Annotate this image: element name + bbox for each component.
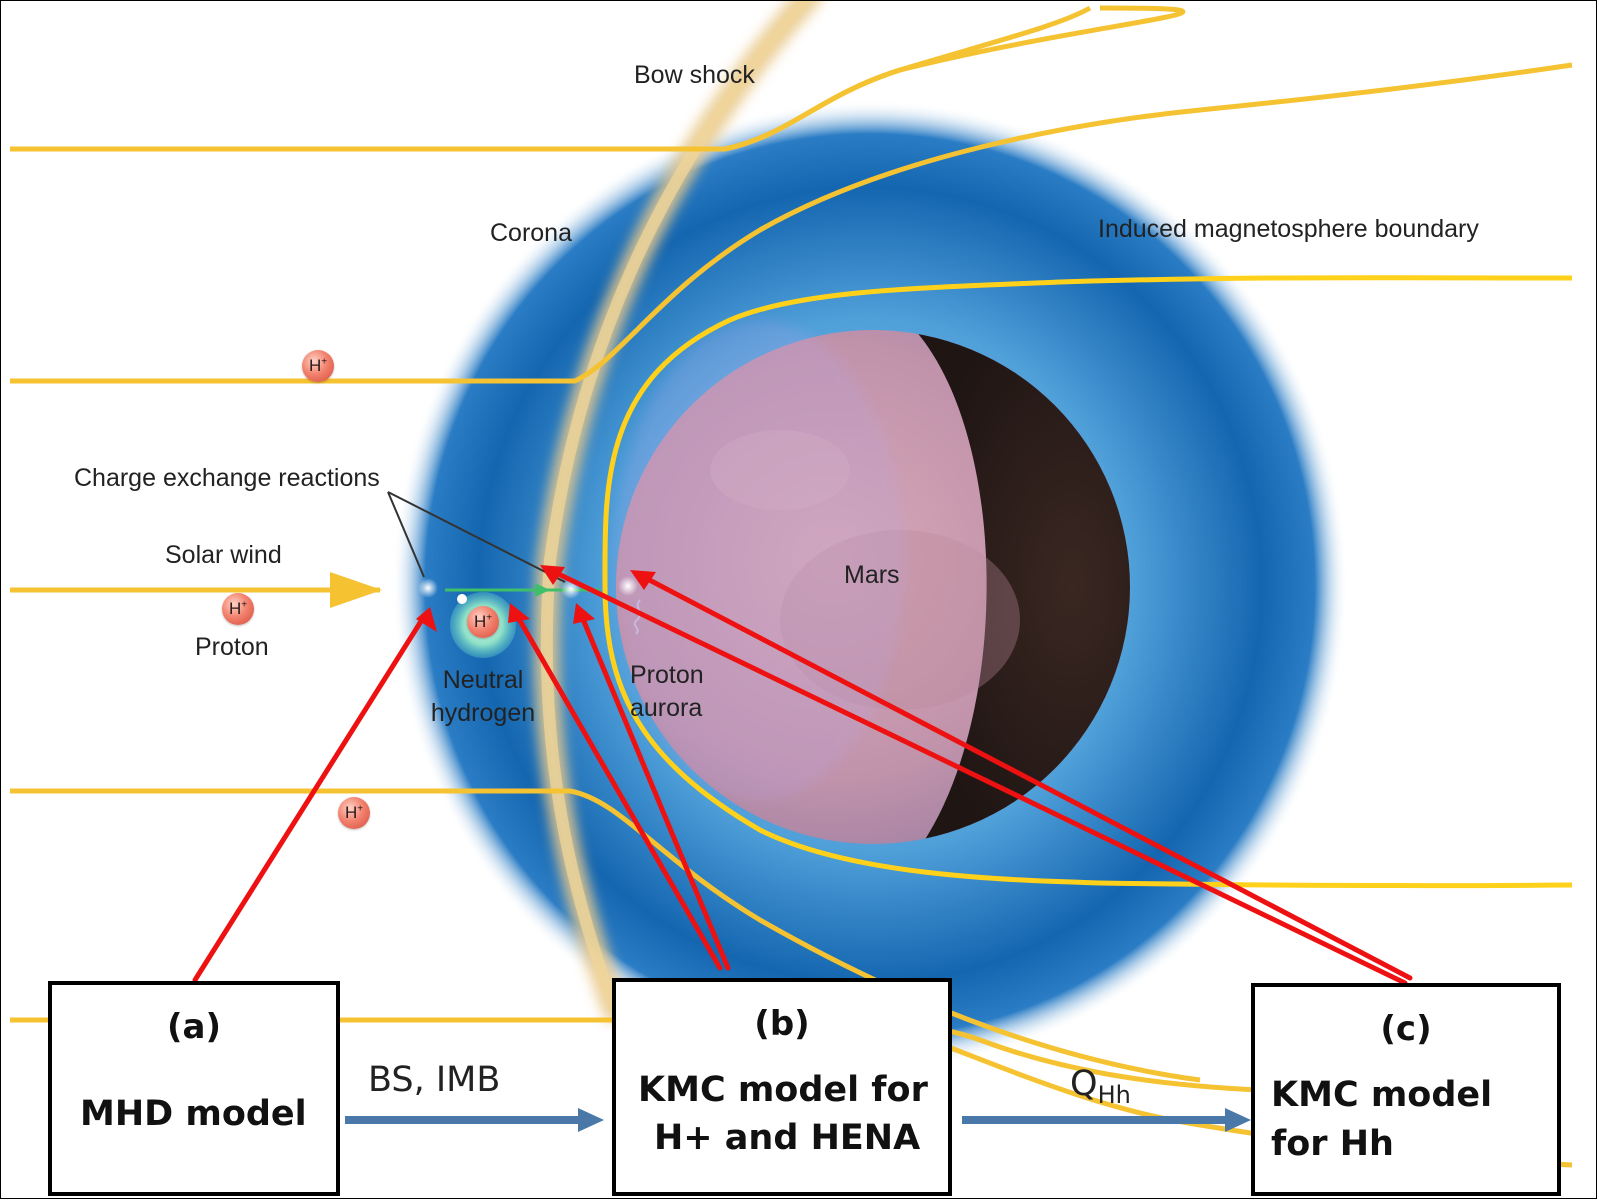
red-arrowheads (416, 565, 656, 632)
proton-aurora-label: Proton aurora (630, 659, 704, 725)
box-a-mhd-model: (a) MHD model (48, 981, 340, 1196)
box-c-tag: (c) (1380, 1009, 1432, 1049)
charge-exchange-pointers (387, 491, 566, 583)
arrow-a-to-left-spot (192, 612, 428, 983)
flow-arrows (345, 1108, 1251, 1132)
proton-aurora-line-2: aurora (630, 694, 703, 722)
red-arrows (192, 565, 1413, 986)
charge-exchange-spots (418, 576, 638, 604)
proton-ion-upper: H+ (302, 350, 334, 382)
aurora-squiggle (633, 599, 641, 635)
proton-aurora-line-1: Proton (630, 661, 704, 689)
box-b-tag: (b) (754, 1004, 810, 1044)
field-line-2 (724, 5, 1092, 152)
box-c-kmc-hh: (c) KMC model for Hh (1251, 983, 1561, 1196)
flow-label-a-to-b: BS, IMB (368, 1060, 501, 1100)
box-c-line-1: KMC model (1271, 1075, 1493, 1115)
neutral-hydrogen-label: Neutral hydrogen (418, 664, 548, 730)
bow-shock-core (540, 0, 814, 1013)
solar-wind-arrowhead (330, 572, 382, 608)
proton-ion-neutral: H+ (467, 606, 499, 638)
arrow-b-to-hydrogen (512, 609, 723, 971)
imb-label: Induced magnetosphere boundary (1098, 215, 1479, 243)
proton-ion-solar-wind: H+ (222, 593, 254, 625)
box-b-line-1: KMC model for (638, 1070, 928, 1110)
mars-aurora-haze (615, 320, 905, 800)
field-line-3 (10, 62, 1573, 384)
box-a-line-1: MHD model (80, 1094, 307, 1134)
proton-label: Proton (195, 633, 269, 661)
bow-shock-label: Bow shock (634, 61, 755, 89)
mars-label: Mars (844, 561, 900, 589)
imb-curve (602, 275, 1573, 889)
box-b-kmc-h-hena: (b) KMC model for H+ and HENA (612, 978, 952, 1196)
arrow-b-to-middle-spot (577, 609, 731, 971)
corona-label: Corona (490, 219, 572, 247)
flow-label-b-to-c: QHh (1070, 1064, 1131, 1109)
flow-label-q: Q (1070, 1064, 1098, 1104)
flow-label-hh: Hh (1097, 1081, 1131, 1109)
arrow-c-to-spot-2 (633, 570, 1413, 981)
box-a-tag: (a) (166, 1007, 222, 1047)
solar-wind-label: Solar wind (165, 541, 282, 569)
neutral-hydrogen-line-2: hydrogen (430, 699, 536, 727)
field-line-5 (10, 788, 1201, 1083)
proton-ion-lower: H+ (338, 797, 370, 829)
box-c-line-2: for Hh (1271, 1124, 1394, 1164)
box-b-line-2: H+ and HENA (654, 1118, 921, 1158)
neutral-hydrogen-line-1: Neutral (442, 666, 524, 694)
arrow-c-to-spot-1 (543, 565, 1408, 986)
charge-exchange-label: Charge exchange reactions (74, 464, 380, 492)
